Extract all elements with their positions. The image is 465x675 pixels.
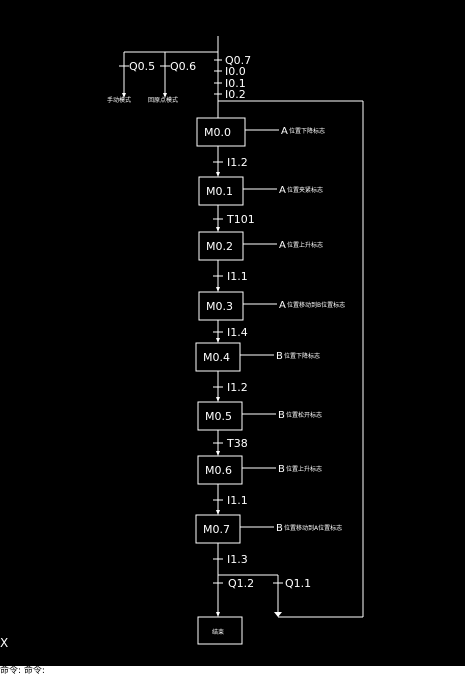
- top-condition-label: I0.1: [225, 77, 246, 90]
- transition-label: T101: [226, 213, 255, 226]
- transition-label: I1.2: [227, 156, 248, 169]
- step-box-m03: [198, 291, 244, 321]
- step-label-m00: M0.0: [204, 126, 231, 139]
- step-label-m03: M0.3: [206, 300, 233, 313]
- command-line-text: 命令: 命令:: [0, 666, 45, 675]
- step-label-m01: M0.1: [206, 185, 233, 198]
- step-desc-letter-m01: A: [279, 185, 286, 196]
- transition-label: I1.4: [227, 326, 248, 339]
- step-arrow-icon: [216, 510, 220, 515]
- end-box-label: 结束: [212, 628, 224, 636]
- step-label-m07: M0.7: [203, 523, 230, 536]
- step-desc-letter-m03: A: [279, 300, 286, 311]
- step-box-m04: [195, 342, 241, 372]
- step-desc-m01: 位置夹紧标志: [287, 186, 323, 194]
- final-branch-group: Q1.2 Q1.1 结束: [197, 577, 311, 645]
- branch-arrow-icon: [163, 93, 167, 98]
- step-arrow-icon: [216, 172, 220, 177]
- step-desc-m02: 位置上升标志: [287, 241, 323, 249]
- step-label-m02: M0.2: [206, 240, 233, 253]
- final-branch-q11: Q1.1: [285, 577, 311, 590]
- step-desc-letter-m07: B: [276, 523, 283, 534]
- step-box-m06: [197, 455, 243, 485]
- transition-label: I1.1: [227, 270, 248, 283]
- cursor-crosshair-icon: X: [0, 636, 9, 650]
- step-desc-m04: 位置下降标志: [284, 352, 320, 360]
- final-right-arrow-icon: [274, 612, 282, 617]
- step-desc-letter-m02: A: [279, 240, 286, 251]
- step-desc-letter-m04: B: [276, 351, 283, 362]
- step-box-m07: [195, 514, 241, 544]
- diagram-wires: [119, 36, 364, 618]
- top-condition-label: I0.0: [225, 65, 246, 78]
- branch-arrow-icon: [122, 93, 126, 98]
- step-label-m05: M0.5: [205, 410, 232, 423]
- step-box-m02: [198, 231, 244, 261]
- final-branch-q12: Q1.2: [228, 577, 254, 590]
- step-label-m04: M0.4: [203, 351, 230, 364]
- top-condition-label: Q0.7: [225, 54, 251, 67]
- transition-label: I1.2: [227, 381, 248, 394]
- command-status-bar[interactable]: 命令: 命令:: [0, 666, 465, 675]
- step-desc-letter-m06: B: [278, 464, 285, 475]
- transition-label: T38: [226, 437, 248, 450]
- step-desc-m00: 位置下降标志: [289, 127, 325, 135]
- branch-contact-q06: Q0.6: [170, 60, 196, 73]
- step-desc-m05: 位置松开标志: [286, 411, 322, 419]
- step-desc-m06: 位置上升标志: [286, 465, 322, 473]
- transition-label: I1.3: [227, 553, 248, 566]
- step-desc-letter-m05: B: [278, 410, 285, 421]
- final-arrow-icon: [216, 612, 220, 617]
- step-arrow-icon: [216, 287, 220, 292]
- step-desc-m03: 位置移动到B位置标志: [287, 301, 345, 309]
- step-desc-letter-m00: A: [281, 126, 288, 137]
- step-arrow-icon: [216, 338, 220, 343]
- transition-label: I1.1: [227, 494, 248, 507]
- step-arrow-icon: [216, 397, 220, 402]
- end-box: [197, 616, 243, 645]
- top-condition-group: Q0.5 手动模式 Q0.6 回原点模式 Q0.7I0.0I0.1I0.2: [107, 54, 251, 104]
- branch-contact-q05: Q0.5: [129, 60, 155, 73]
- top-condition-label: I0.2: [225, 88, 246, 101]
- step-box-m01: [198, 176, 244, 206]
- step-desc-m07: 位置移动到A位置标志: [284, 524, 342, 532]
- step-box-m05: [197, 401, 243, 431]
- step-box-m00: [196, 117, 246, 147]
- step-label-m06: M0.6: [205, 464, 232, 477]
- branch-mode-q06: 回原点模式: [148, 96, 178, 104]
- branch-mode-q05: 手动模式: [107, 96, 131, 104]
- step-arrow-icon: [216, 451, 220, 456]
- step-arrow-icon: [216, 227, 220, 232]
